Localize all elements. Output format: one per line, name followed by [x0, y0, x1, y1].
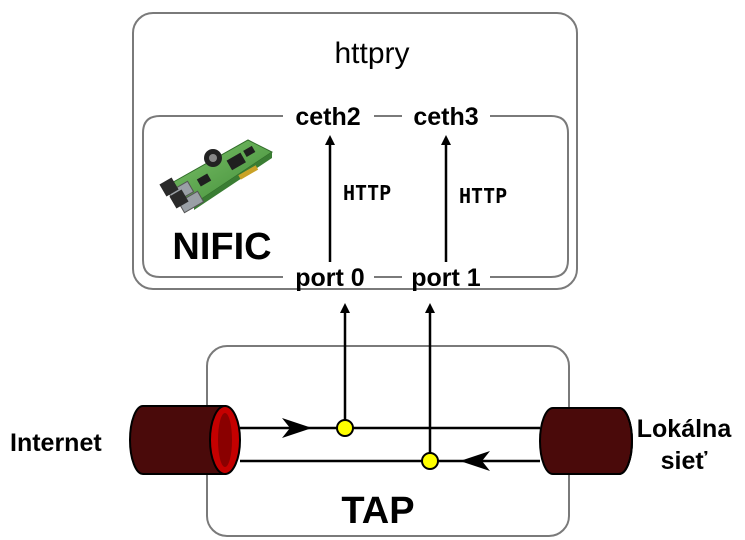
- local-network-cable: [539, 407, 633, 475]
- direction-arrow-outbound: [460, 451, 490, 471]
- nific-card-image: [159, 139, 273, 214]
- tap-label: TAP: [341, 490, 414, 532]
- host-box: [132, 12, 578, 290]
- local-network-label-line1: Lokálna: [637, 415, 733, 443]
- port1-label: port 1: [411, 264, 481, 292]
- direction-arrow-inbound: [282, 418, 312, 438]
- internet-label: Internet: [10, 429, 102, 457]
- tap-point-lower: [421, 452, 439, 470]
- nific-box: [142, 115, 569, 278]
- http-label-left: HTTP: [343, 181, 391, 205]
- ceth3-label: ceth3: [413, 103, 478, 131]
- http-label-right: HTTP: [459, 184, 507, 208]
- internet-cable: [129, 405, 241, 475]
- port0-label: port 0: [295, 264, 364, 292]
- local-network-label-line2: sieť: [661, 447, 708, 475]
- ceth2-label: ceth2: [295, 103, 360, 131]
- host-title: httpry: [334, 37, 409, 70]
- nific-label: NIFIC: [172, 226, 271, 268]
- tap-point-upper: [336, 419, 354, 437]
